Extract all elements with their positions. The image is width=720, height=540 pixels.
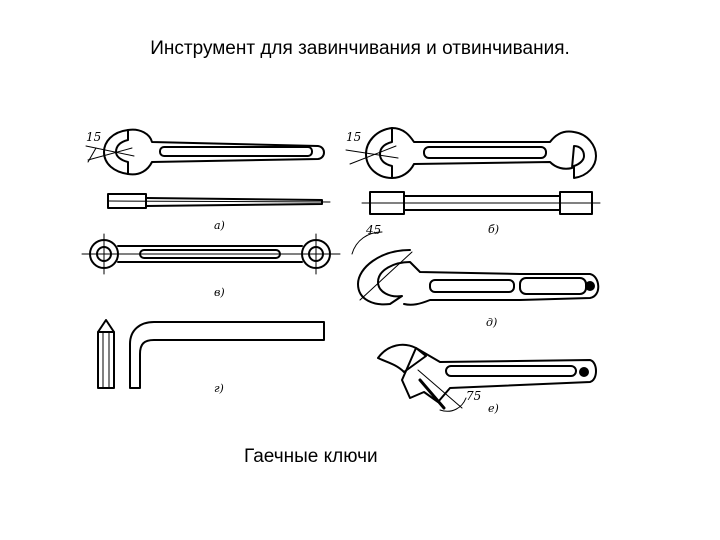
figure-label-a: а) [214, 219, 225, 232]
slide-title: Инструмент для завинчивания и отвинчиван… [150, 38, 570, 59]
double-open-end-wrench-b [345, 127, 597, 179]
hook-spanner-d [351, 231, 600, 306]
open-end-wrench-a-side [107, 193, 331, 209]
angle-label-e: 75 [466, 389, 481, 403]
figure-label-d: д) [486, 316, 497, 329]
angle-label-a: 15 [86, 130, 101, 144]
figure-label-g: г) [214, 382, 224, 395]
open-end-wrench-a [85, 128, 325, 176]
adjustable-wrench-e [377, 343, 597, 412]
slide-caption: Гаечные ключи [244, 446, 378, 467]
figure-label-b: б) [488, 223, 499, 236]
double-open-end-wrench-b-side [361, 191, 601, 215]
ring-wrench-v [81, 233, 341, 275]
figure-label-e: е) [488, 402, 499, 415]
angle-label-d: 45 [365, 223, 381, 237]
angle-label-b: 15 [346, 130, 361, 144]
figure-label-v: в) [214, 286, 225, 299]
hex-key-g [97, 319, 325, 389]
